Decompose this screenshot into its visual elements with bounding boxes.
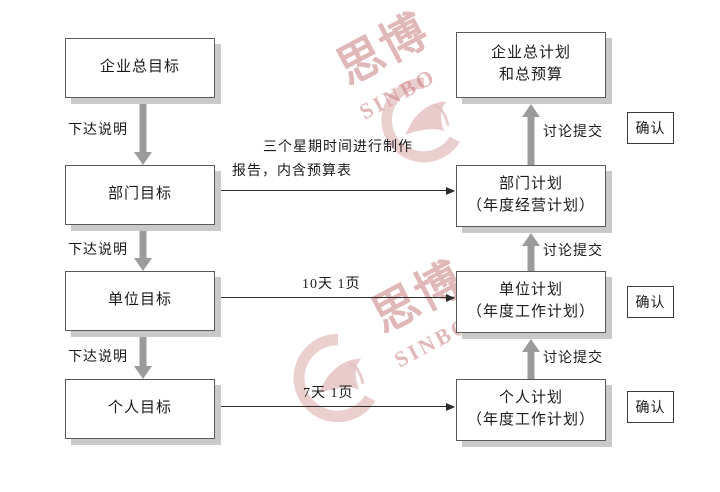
box-personal-plan[interactable]: 个人计划 （年度工作计划） [456,379,606,441]
box-label: 个人目标 [107,400,172,417]
box-label-line1: 部门计划 [498,176,563,193]
up-arrow-3 [521,339,541,385]
down-arrow-3 [133,331,153,379]
box-department-plan[interactable]: 部门计划 （年度经营计划） [456,165,606,227]
confirm-box-3[interactable]: 确认 [627,391,674,423]
watermark-en-text: SINBO [355,63,441,125]
label-up-1: 讨论提交 [543,125,603,140]
box-label-line2: （年度工作计划） [466,412,595,428]
confirm-box-1[interactable]: 确认 [627,112,674,144]
box-enterprise-plan[interactable]: 企业总计划 和总预算 [456,32,606,98]
box-label: 企业总目标 [99,59,180,76]
up-arrow-1 [521,104,541,165]
up-arrow-2 [521,233,541,277]
down-arrow-2 [133,225,153,271]
box-label-line1: 单位计划 [498,282,563,299]
box-personal-goal[interactable]: 个人目标 [65,379,215,439]
label-down-2: 下达说明 [68,243,128,258]
label-up-2: 讨论提交 [543,244,603,259]
cross-arrow-1 [215,190,454,191]
box-department-goal[interactable]: 部门目标 [65,165,215,225]
box-label: 单位目标 [107,292,172,309]
confirm-label: 确认 [635,401,666,416]
box-unit-plan[interactable]: 单位计划 （年度工作计划） [456,271,606,333]
confirm-label: 确认 [635,296,666,311]
box-label-line2: 和总预算 [498,67,563,83]
label-cross-2: 10天 1页 [302,277,361,292]
watermark-top: 思博 SINBO [329,4,441,126]
confirm-box-2[interactable]: 确认 [627,286,674,318]
label-down-3: 下达说明 [68,350,128,365]
box-unit-goal[interactable]: 单位目标 [65,271,215,331]
label-cross-1-line2: 报告，内含预算表 [232,164,352,179]
box-enterprise-goal[interactable]: 企业总目标 [65,38,215,98]
box-label: 部门目标 [107,186,172,203]
label-down-1: 下达说明 [68,123,128,138]
cross-arrow-2 [215,297,454,298]
cross-arrow-3 [215,406,454,407]
watermark-bird-icon-2 [293,333,376,423]
box-label-line1: 企业总计划 [490,45,571,62]
box-label-line2: （年度经营计划） [466,198,595,214]
box-label-line1: 个人计划 [498,390,563,407]
down-arrow-1 [133,98,153,165]
watermark-cn-text: 思博 [328,4,438,95]
label-cross-1-line1: 三个星期时间进行制作 [263,140,413,155]
box-label-line2: （年度工作计划） [466,304,595,320]
label-cross-3: 7天 1页 [303,386,354,401]
confirm-label: 确认 [635,122,666,137]
label-up-3: 讨论提交 [543,351,603,366]
